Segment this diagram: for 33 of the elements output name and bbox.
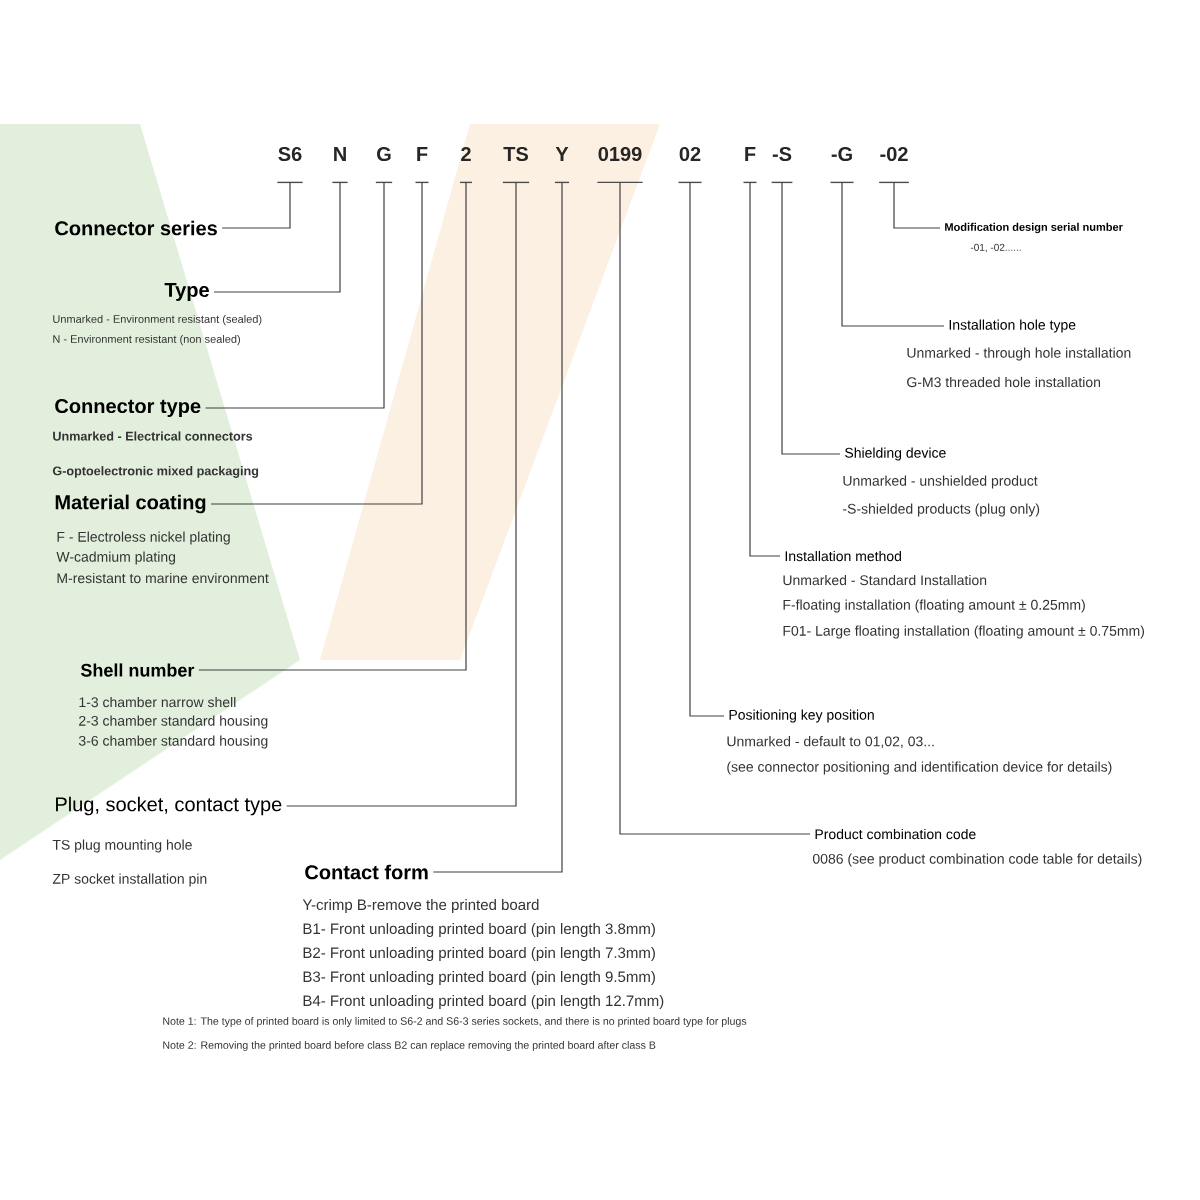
code-segment: -G (829, 146, 855, 184)
leader-line (221, 181, 291, 229)
heading-text: Contact form (305, 864, 428, 880)
leader-line (841, 181, 945, 327)
heading-text: Type (164, 283, 209, 301)
code-segment: F (414, 147, 430, 184)
leader-line (286, 181, 517, 807)
leader-line (749, 181, 781, 557)
leader-line (213, 181, 341, 293)
leader-line (432, 181, 563, 873)
leader-line (619, 181, 811, 835)
code-segment: 0199 (596, 146, 644, 184)
leader-line (198, 181, 467, 671)
code-segment: TS (502, 146, 530, 184)
heading-text: Connector type (55, 398, 201, 418)
leader-line (204, 181, 385, 409)
heading-text: Plug, socket, contact type (56, 796, 282, 816)
leader-line (781, 181, 841, 455)
code-segment: -S (770, 146, 794, 184)
code-segment: S6 (276, 146, 304, 184)
code-segment: 2 (459, 147, 473, 184)
leader-line (689, 181, 725, 717)
heading-text: Shell number (80, 663, 195, 677)
leader-line (210, 181, 423, 505)
code-segment: -02 (878, 146, 910, 184)
code-segment: 02 (677, 146, 703, 184)
code-segment: F (742, 147, 758, 184)
code-segment: N (331, 147, 349, 184)
heading-text: Material coating (55, 494, 206, 514)
code-segment: Y (554, 147, 570, 184)
code-segment: G (375, 146, 393, 184)
heading-text: Connector series (55, 220, 217, 236)
leader-line (893, 181, 941, 229)
